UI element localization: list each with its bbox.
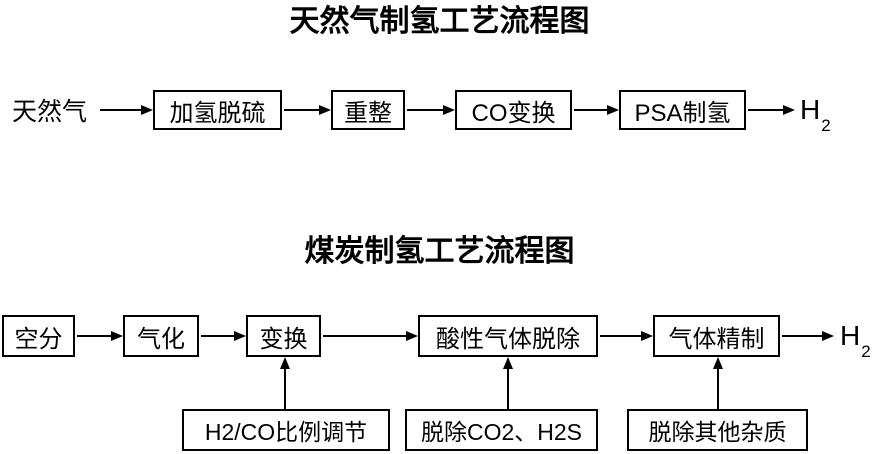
arrow-shaft	[201, 335, 234, 337]
co2-h2s-removal-box: 脱除CO2、H2S	[405, 409, 598, 451]
arrow-shaft	[323, 335, 406, 337]
arrow-head	[607, 105, 619, 115]
arrow-right-icon	[284, 104, 331, 116]
arrow-shaft	[284, 109, 319, 111]
arrow-right-icon	[100, 104, 153, 116]
hydrogen-symbol: H	[800, 94, 821, 125]
arrow-shaft	[748, 109, 783, 111]
arrow-head	[141, 105, 153, 115]
arrow-right-icon	[77, 330, 123, 342]
arrow-head	[783, 105, 795, 115]
arrow-head	[713, 357, 723, 369]
hydrogen-subscript: 2	[821, 116, 831, 135]
shift-box: 变换	[246, 315, 321, 357]
gasification-box: 气化	[123, 315, 199, 357]
arrow-shaft	[100, 109, 141, 111]
hydrodesulfurization-box: 加氢脱硫	[153, 90, 282, 130]
psa-hydrogen-box: PSA制氢	[619, 90, 746, 130]
arrow-head	[503, 357, 513, 369]
arrow-up-icon	[502, 357, 514, 409]
arrow-head	[234, 331, 246, 341]
arrow-shaft	[600, 335, 641, 337]
diagram1-title: 天然气制氢工艺流程图	[289, 5, 590, 38]
arrow-head	[822, 331, 834, 341]
arrow-right-icon	[782, 330, 834, 342]
arrow-right-icon	[748, 104, 795, 116]
arrow-head	[641, 331, 653, 341]
arrow-right-icon	[574, 104, 619, 116]
arrow-shaft	[717, 369, 719, 409]
arrow-up-icon	[712, 357, 724, 409]
arrow-up-icon	[279, 357, 291, 409]
other-impurity-removal-box: 脱除其他杂质	[627, 409, 808, 451]
arrow-right-icon	[201, 330, 246, 342]
gas-purification-box: 气体精制	[653, 315, 780, 357]
arrow-shaft	[407, 109, 443, 111]
arrow-shaft	[782, 335, 822, 337]
diagram1-source-label: 天然气	[12, 98, 88, 126]
air-separation-box: 空分	[2, 315, 75, 357]
arrow-head	[406, 331, 418, 341]
diagram2-title: 煤炭制氢工艺流程图	[304, 235, 575, 268]
arrow-shaft	[284, 369, 286, 409]
hydrogen-subscript: 2	[861, 342, 871, 361]
co-shift-box: CO变换	[455, 90, 572, 130]
arrow-right-icon	[600, 330, 653, 342]
arrow-shaft	[507, 369, 509, 409]
arrow-head	[443, 105, 455, 115]
arrow-head	[319, 105, 331, 115]
reforming-box: 重整	[331, 90, 405, 130]
arrow-right-icon	[407, 104, 455, 116]
arrow-shaft	[77, 335, 111, 337]
arrow-head	[111, 331, 123, 341]
arrow-head	[280, 357, 290, 369]
arrow-shaft	[574, 109, 607, 111]
acid-gas-removal-box: 酸性气体脱除	[418, 315, 598, 357]
h2co-ratio-adjust-box: H2/CO比例调节	[182, 409, 390, 451]
hydrogen-symbol: H	[840, 320, 861, 351]
arrow-right-icon	[323, 330, 418, 342]
